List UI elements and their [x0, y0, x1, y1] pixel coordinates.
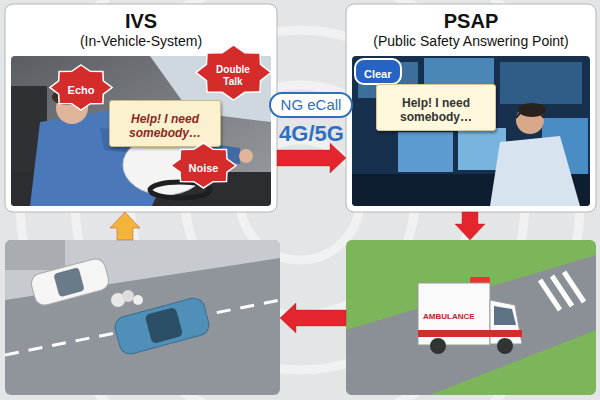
noise-burst: Noise [170, 142, 237, 189]
speech-bubble: Help! I need somebody… [109, 100, 221, 147]
flow-arrow [455, 212, 485, 240]
crash-scene [5, 240, 280, 395]
node-subtitle: (Public Safety Answering Point) [346, 33, 596, 50]
node-text: NG eCall [281, 96, 342, 114]
node-text: PSAP [346, 4, 596, 33]
burst-fill [50, 65, 112, 110]
flow-arrow [110, 212, 140, 240]
vehicle-marking: AMBULANCE [423, 312, 475, 321]
speech-bubble: Help! I need somebody… [376, 84, 496, 131]
psap-photo [346, 4, 596, 212]
noise-burst: Double Talk [195, 44, 272, 101]
ambulance-scene [346, 240, 596, 395]
scene-panel: IVS(In-Vehicle-System)EchoDouble TalkHel… [5, 4, 277, 212]
burst-fill [171, 143, 236, 188]
node-text: Double Talk [213, 58, 253, 87]
node-text: Echo [67, 78, 95, 97]
node-text: Clear [364, 62, 392, 81]
scene-panel: PSAP(Public Safety Answering Point) Clear… [346, 4, 596, 212]
burst-fill [196, 45, 271, 100]
node-text: Help! I need somebody… [117, 106, 213, 141]
standard-oval: NG eCall [269, 92, 354, 118]
flow-arrow [280, 303, 346, 333]
node-text: IVS [5, 4, 277, 33]
scene-panel [5, 240, 280, 395]
flow-arrow [277, 143, 346, 173]
node-text: Noise [188, 156, 219, 175]
node-text: Help! I need somebody… [384, 90, 488, 125]
status-badge: Clear [354, 58, 402, 85]
noise-burst: Echo [49, 64, 113, 111]
ivs-photo [5, 4, 277, 212]
edge-label: 4G/5G [279, 122, 344, 146]
